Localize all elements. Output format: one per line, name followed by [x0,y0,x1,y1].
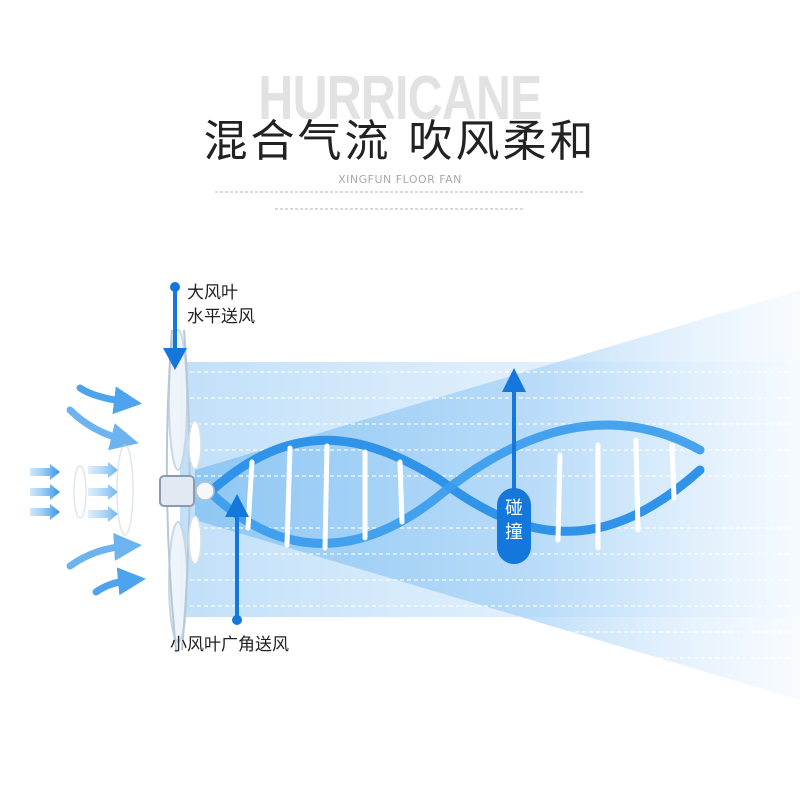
small-blade-label: 小风叶广角送风 [170,635,289,655]
page-subtitle: XINGFUN FLOOR FAN [338,173,462,186]
collision-badge: 碰 撞 [497,488,531,564]
page-title: 混合气流 吹风柔和 [203,116,597,167]
large-blade-label-line1: 大风叶 [187,283,238,303]
collision-char-2: 撞 [505,522,523,543]
helix-airflow [205,420,705,551]
airflow-dashed-lines [190,371,790,659]
large-blade-label: 大风叶 水平送风 [187,281,255,329]
intake-arrow-icon [30,462,118,522]
background-word: HURRICANE [258,64,542,133]
wide-angle-airflow-cone [195,290,800,700]
decorative-line [275,208,525,210]
curved-intake-arrow-icon [66,384,146,596]
large-blade-label-line2: 水平送风 [187,307,255,327]
callout-arrow-icon [163,282,526,625]
collision-char-1: 碰 [505,498,523,519]
decorative-line [215,191,585,193]
